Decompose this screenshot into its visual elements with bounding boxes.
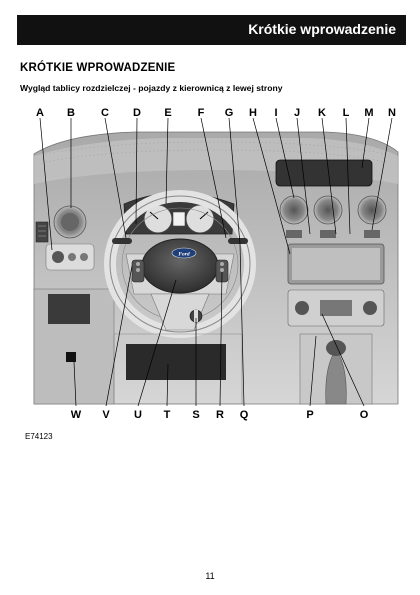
gear-shift [299,333,373,405]
callout-s: S [192,409,199,421]
leader-lines [39,117,393,407]
callout-t: T [164,409,171,421]
header-bar: Krótkie wprowadzenie [17,15,406,45]
callout-n: N [388,107,396,119]
lower-dash [113,333,243,405]
callout-k: K [318,107,326,119]
center-vents [275,159,387,238]
callout-v: V [102,409,110,421]
dashboard-figure: A B C D E F G H I J K L M N W V U T S R Q P O [26,104,404,424]
callouts-top: A B C D E F G H I J K L M N [36,107,396,119]
callout-d: D [133,107,141,119]
section-title: KRÓTKIE WPROWADZENIE [20,62,176,74]
callout-u: U [134,409,142,421]
callout-w: W [71,409,82,421]
callout-r: R [216,409,224,421]
callout-e: E [164,107,171,119]
callout-q: Q [240,409,249,421]
callout-b: B [67,107,75,119]
page-number: 11 [205,571,215,581]
callout-c: C [101,107,109,119]
ford-logo: Ford [178,252,190,258]
callout-o: O [360,409,369,421]
callout-l: L [343,107,350,119]
callout-a: A [36,107,44,119]
callout-m: M [364,107,373,119]
header-title: Krótkie wprowadzenie [248,21,396,37]
light-switch-panel [45,243,95,271]
figure-subtitle: Wygląd tablicy rozdzielczej - pojazdy z … [20,83,283,93]
center-display [287,243,385,285]
figure-id: E74123 [25,432,53,441]
steering-wheel: Ford [104,190,256,338]
callout-j: J [294,107,300,119]
callout-p: P [306,409,313,421]
callout-g: G [225,107,234,119]
climate-control-panel [287,289,385,327]
callout-f: F [198,107,205,119]
left-vents [35,205,87,243]
callout-i: I [274,107,277,119]
dashboard-illustration: A B C D E F G H I J K L M N W V U T S R Q P O [33,107,399,421]
callout-h: H [249,107,257,119]
left-lower-panel [33,288,115,405]
